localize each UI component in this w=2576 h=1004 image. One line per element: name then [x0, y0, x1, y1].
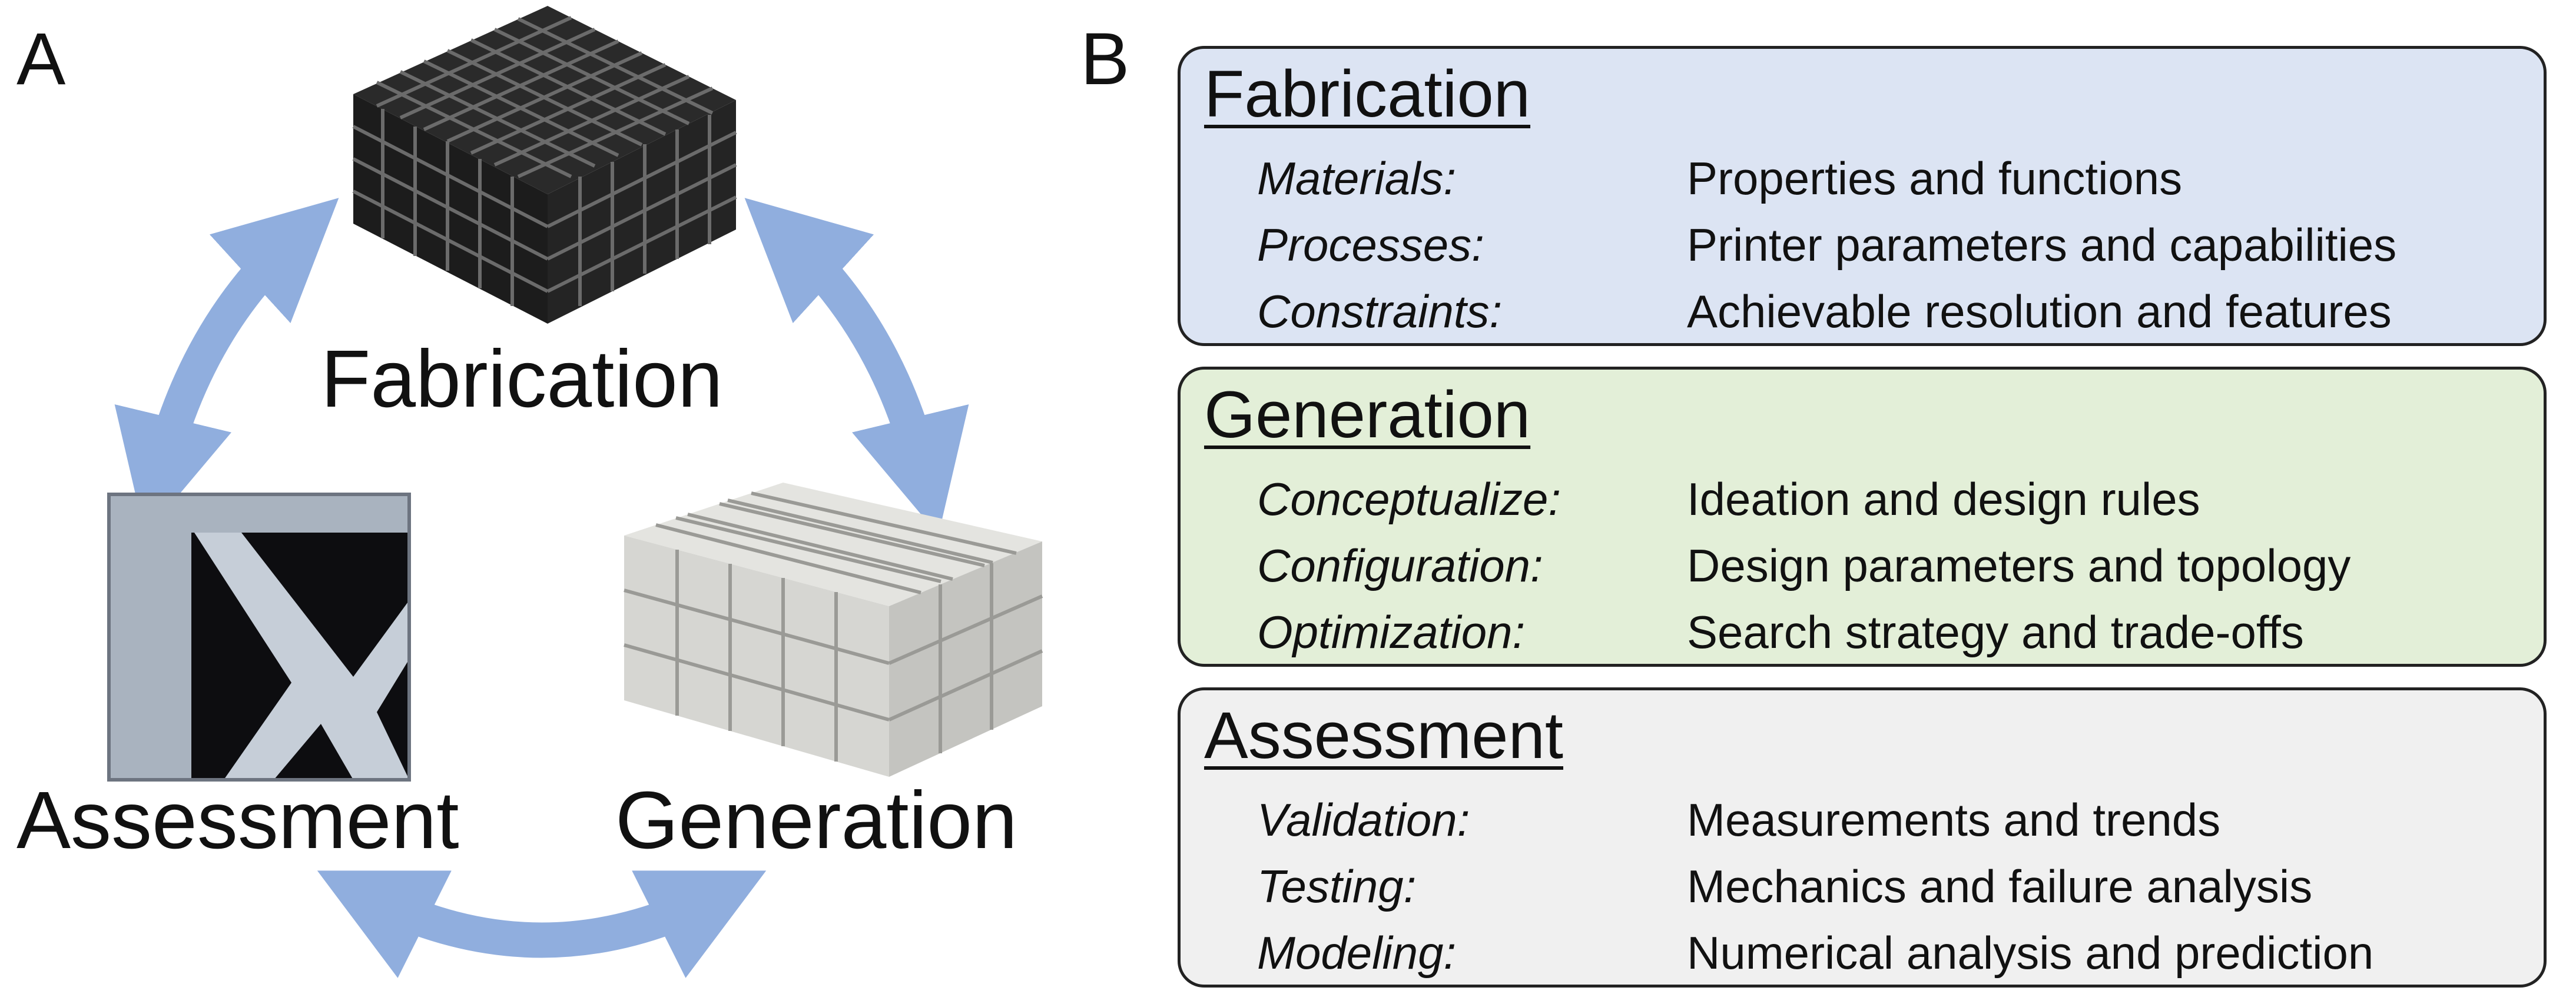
- panel-a-label: A: [16, 18, 66, 100]
- cycle-graphics: [107, 6, 1043, 978]
- row-description: Printer parameters and capabilities: [1687, 219, 2397, 271]
- black-lattice-image: [352, 6, 737, 324]
- card-row: Testing: Mechanics and failure analysis: [1181, 854, 2544, 919]
- card-row: Constraints: Achievable resolution and f…: [1181, 279, 2544, 344]
- assessment-node-label: Assessment: [16, 775, 459, 866]
- fabrication-card: Fabrication Materials: Properties and fu…: [1178, 46, 2547, 346]
- row-term: Processes:: [1257, 219, 1484, 271]
- card-row: Optimization: Search strategy and trade-…: [1181, 600, 2544, 664]
- row-term: Optimization:: [1257, 606, 1526, 658]
- arrow-fabrication-generation: [744, 198, 969, 536]
- design-cycle-diagram: Fabrication Assessment Generation: [0, 0, 1072, 1004]
- row-description: Properties and functions: [1687, 152, 2183, 204]
- row-term: Testing:: [1257, 860, 1417, 912]
- card-row: Configuration: Design parameters and top…: [1181, 533, 2544, 598]
- card-row: Conceptualize: Ideation and design rules: [1181, 467, 2544, 531]
- row-term: Modeling:: [1257, 927, 1457, 979]
- row-term: Constraints:: [1257, 285, 1503, 337]
- card-row: Modeling: Numerical analysis and predict…: [1181, 920, 2544, 985]
- card-title: Generation: [1204, 378, 1531, 451]
- row-term: Conceptualize:: [1257, 473, 1561, 525]
- fabrication-node-label: Fabrication: [321, 334, 723, 424]
- row-term: Materials:: [1257, 152, 1457, 204]
- row-description: Ideation and design rules: [1687, 473, 2200, 525]
- row-description: Design parameters and topology: [1687, 540, 2351, 591]
- panel-b-label: B: [1080, 18, 1130, 100]
- card-row: Validation: Measurements and trends: [1181, 787, 2544, 852]
- row-description: Achievable resolution and features: [1687, 285, 2392, 337]
- generation-node-label: Generation: [615, 775, 1017, 866]
- card-row: Processes: Printer parameters and capabi…: [1181, 212, 2544, 277]
- card-title: Fabrication: [1204, 57, 1531, 131]
- white-lattice-image: [624, 483, 1043, 777]
- row-term: Validation:: [1257, 794, 1470, 846]
- assessment-micrograph-image: [107, 493, 411, 782]
- row-description: Measurements and trends: [1687, 794, 2221, 846]
- row-description: Mechanics and failure analysis: [1687, 860, 2313, 912]
- assessment-card: Assessment Validation: Measurements and …: [1178, 687, 2547, 988]
- row-term: Configuration:: [1257, 540, 1543, 591]
- card-title: Assessment: [1204, 699, 1563, 772]
- arrow-fabrication-assessment: [114, 198, 339, 536]
- generation-card: Generation Conceptualize: Ideation and d…: [1178, 367, 2547, 667]
- arrow-assessment-generation: [317, 870, 767, 978]
- row-description: Numerical analysis and prediction: [1687, 927, 2374, 979]
- card-row: Materials: Properties and functions: [1181, 146, 2544, 211]
- row-description: Search strategy and trade-offs: [1687, 606, 2304, 658]
